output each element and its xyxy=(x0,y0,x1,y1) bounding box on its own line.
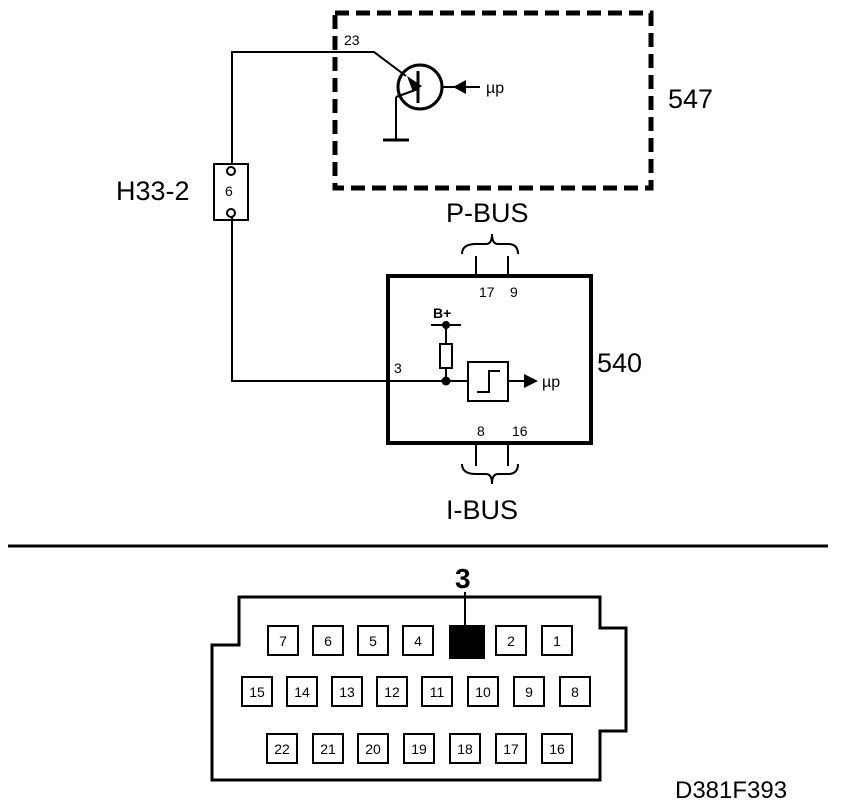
connector-pin-box xyxy=(312,625,344,656)
wire-h33-to-540 xyxy=(231,217,445,382)
connector-pin-label: 8 xyxy=(571,684,579,700)
connector-pin-box xyxy=(559,676,591,707)
p-bus-pin-9: 9 xyxy=(510,284,518,300)
connector-pin-label: 12 xyxy=(384,684,400,700)
connector-pin-box xyxy=(449,733,481,764)
connector-pin-box xyxy=(266,733,298,764)
connector-pin-box xyxy=(513,676,545,707)
connector-pin-box xyxy=(331,676,363,707)
module-540-signal-label: µp xyxy=(542,374,560,391)
connector-highlight-label: 3 xyxy=(455,563,471,594)
connector-pin-label: 6 xyxy=(324,633,332,649)
connector-pin-label: 18 xyxy=(457,741,473,757)
p-bus-label: P-BUS xyxy=(446,198,529,228)
connector-pin-label: 5 xyxy=(369,633,377,649)
module-547-pin-label: 23 xyxy=(344,32,360,48)
connector-pin-label: 16 xyxy=(549,741,565,757)
connector-pin-label: 13 xyxy=(339,684,355,700)
transistor-icon xyxy=(383,63,480,142)
arrow-right-icon xyxy=(508,374,538,388)
connector-pin-box xyxy=(357,625,389,656)
module-547-box xyxy=(332,10,654,191)
module-540-label: 540 xyxy=(597,348,642,378)
connector-housing xyxy=(210,595,628,782)
connector-pin-box xyxy=(376,676,408,707)
connector-pin-label: 7 xyxy=(279,633,287,649)
h33-2-terminal-top xyxy=(226,166,236,176)
connector-pin-label: 22 xyxy=(274,741,290,757)
connector-pin-label: 4 xyxy=(414,633,422,649)
connector-pin-label: 14 xyxy=(294,684,310,700)
connector-pin-label: 17 xyxy=(503,741,519,757)
connector-pin-label: 15 xyxy=(249,684,265,700)
connector-pin-box xyxy=(357,733,389,764)
connector-pin-highlighted xyxy=(449,625,485,659)
module-540-pin-8: 8 xyxy=(477,423,485,439)
connector-pin-label: 1 xyxy=(553,633,561,649)
connector-pin-box xyxy=(286,676,318,707)
b-plus-label: B+ xyxy=(433,305,451,321)
i-bus-brace xyxy=(461,443,519,485)
connector-pin-label: 11 xyxy=(430,684,445,700)
connector-pin-label: 2 xyxy=(507,633,515,649)
h33-2-terminal-bottom xyxy=(226,208,236,218)
module-547-label: 547 xyxy=(668,84,713,114)
module-540-box xyxy=(386,274,593,445)
h33-2-label: H33-2 xyxy=(116,176,190,206)
connector-pin-label: 9 xyxy=(525,684,533,700)
connector-pin-box xyxy=(495,625,527,656)
schmitt-trigger-icon xyxy=(467,361,509,402)
p-bus-brace xyxy=(461,233,519,276)
connector-pin-label: 10 xyxy=(475,684,491,700)
connector-pin-box xyxy=(312,733,344,764)
connector-pin-box xyxy=(402,625,434,656)
connector-pin-box xyxy=(495,733,527,764)
module-547-signal-label: µp xyxy=(486,80,504,97)
connector-pin-box xyxy=(467,676,499,707)
connector-pin-box xyxy=(541,733,573,764)
module-540-pin-16: 16 xyxy=(512,423,528,439)
i-bus-label: I-BUS xyxy=(446,495,518,525)
connector-pin-box xyxy=(241,676,273,707)
connector-pin-box xyxy=(267,625,299,656)
connector-pin-box xyxy=(421,676,453,707)
connector-pin-label: 21 xyxy=(320,741,336,757)
p-bus-pin-17: 17 xyxy=(479,284,495,300)
module-540-input-pin-label: 3 xyxy=(394,360,402,376)
connector-pin-box xyxy=(403,733,435,764)
connector-pin-label: 19 xyxy=(411,741,427,757)
h33-2-pin-label: 6 xyxy=(225,183,233,199)
connector-pin-box xyxy=(541,625,573,656)
wire-547-to-h33 xyxy=(231,51,407,166)
figure-code: D381F393 xyxy=(675,777,787,804)
connector-pin-label: 20 xyxy=(365,741,381,757)
pull-up-resistor-icon xyxy=(431,321,461,386)
